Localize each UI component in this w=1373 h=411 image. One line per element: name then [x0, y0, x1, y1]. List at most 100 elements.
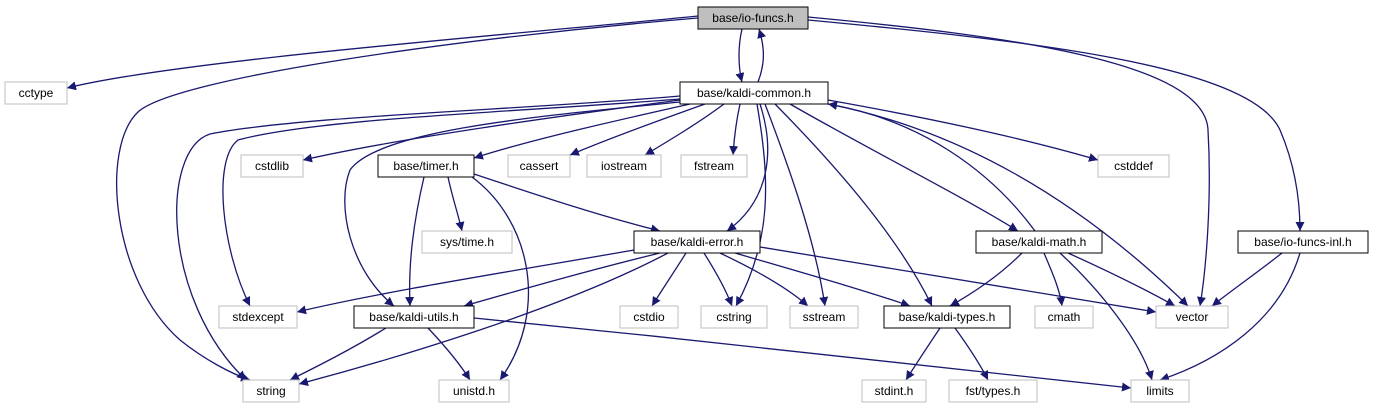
node-timer[interactable]: base/timer.h	[377, 154, 475, 178]
node-label: base/timer.h	[393, 159, 458, 173]
node-io-funcs-inl[interactable]: base/io-funcs-inl.h	[1237, 230, 1369, 254]
node-stdint: stdint.h	[861, 379, 927, 403]
edge-io_funcs-to-cctype	[66, 15, 699, 91]
node-label: fstream	[694, 159, 734, 173]
node-label: iostream	[601, 159, 647, 173]
edge-kaldi_common-to-vector	[827, 103, 1189, 307]
edge-timer-to-unistd	[471, 176, 530, 381]
node-label: cstring	[716, 310, 751, 324]
edge-layer	[66, 15, 1305, 392]
edge-kaldi_math-to-kaldi_types	[949, 252, 1023, 307]
node-iostream: iostream	[586, 154, 662, 178]
node-box	[975, 230, 1103, 254]
edge-kaldi_utils-to-limits	[473, 317, 1132, 392]
node-cassert: cassert	[507, 154, 571, 178]
node-cstring: cstring	[700, 305, 768, 329]
edge-kaldi_error-to-vector	[759, 246, 1157, 315]
node-sstream: sstream	[789, 305, 859, 329]
node-box	[861, 379, 927, 403]
edge-kaldi_common-to-fstream	[729, 103, 741, 156]
node-cstddef: cstddef	[1097, 154, 1170, 178]
node-kaldi-error[interactable]: base/kaldi-error.h	[633, 230, 761, 254]
node-io-funcs[interactable]: base/io-funcs.h	[697, 6, 809, 30]
node-label: cctype	[19, 86, 54, 100]
node-box	[586, 154, 662, 178]
edge-kaldi_error-to-cstdio	[651, 252, 687, 307]
node-label: sstream	[803, 310, 846, 324]
edge-kaldi_common-to-io_funcs	[757, 28, 766, 83]
node-label: base/io-funcs-inl.h	[1254, 235, 1351, 249]
edge-kaldi_math-to-kaldi_common	[827, 101, 1036, 232]
node-label: cassert	[520, 159, 559, 173]
node-box	[242, 379, 300, 403]
edge-kaldi_common-to-string	[176, 95, 681, 381]
edge-kaldi_common-to-iostream	[644, 103, 725, 156]
node-string: string	[242, 379, 300, 403]
node-box	[438, 379, 510, 403]
node-label: fst/types.h	[966, 384, 1021, 398]
edge-kaldi_error-to-cstring	[703, 252, 734, 307]
edge-kaldi_common-to-sstream	[764, 103, 829, 307]
node-box	[377, 154, 475, 178]
edge-kaldi_common-to-cstring	[735, 103, 767, 307]
edge-kaldi_types-to-stdint	[905, 327, 941, 381]
edge-kaldi_error-to-stdexcept	[296, 249, 635, 315]
edge-kaldi_common-to-cstddef	[827, 99, 1099, 162]
node-label: stdexcept	[232, 310, 284, 324]
node-box	[697, 6, 809, 30]
node-stdexcept: stdexcept	[218, 305, 298, 329]
node-label: cstdlib	[255, 159, 289, 173]
edge-io_funcs_inl-to-vector	[1211, 252, 1283, 307]
node-label: cstddef	[1114, 159, 1153, 173]
edge-io_funcs_inl-to-limits	[1159, 252, 1301, 382]
node-limits: limits	[1130, 379, 1190, 403]
node-box	[633, 230, 761, 254]
node-label: base/kaldi-types.h	[899, 310, 996, 324]
node-label: vector	[1176, 310, 1209, 324]
edge-kaldi_common-to-kaldi_math	[789, 103, 1019, 232]
node-unistd: unistd.h	[438, 379, 510, 403]
node-box	[240, 154, 304, 178]
node-label: limits	[1146, 384, 1173, 398]
node-label: base/kaldi-error.h	[651, 235, 744, 249]
node-label: sys/time.h	[440, 235, 494, 249]
node-sys-time: sys/time.h	[421, 230, 513, 254]
node-label: base/io-funcs.h	[712, 11, 793, 25]
edge-kaldi_math-to-cmath	[1043, 252, 1066, 307]
node-label: stdint.h	[875, 384, 914, 398]
node-kaldi-common[interactable]: base/kaldi-common.h	[679, 81, 829, 105]
node-layer: base/io-funcs.h cctype base/kaldi-common.h…	[4, 6, 1369, 403]
node-box	[421, 230, 513, 254]
node-box	[883, 305, 1011, 329]
node-fstream: fstream	[680, 154, 748, 178]
node-label: unistd.h	[453, 384, 495, 398]
node-box	[679, 81, 829, 105]
node-label: cstdio	[633, 310, 665, 324]
node-box	[700, 305, 768, 329]
node-box	[948, 379, 1038, 403]
edge-kaldi_common-to-kaldi_types	[774, 103, 933, 307]
node-kaldi-utils[interactable]: base/kaldi-utils.h	[353, 305, 475, 329]
node-vector: vector	[1155, 305, 1229, 329]
edge-kaldi_error-to-kaldi_types	[734, 252, 911, 308]
edge-kaldi_error-to-kaldi_utils	[463, 252, 661, 308]
node-box	[507, 154, 571, 178]
node-box	[353, 305, 475, 329]
node-box	[1130, 379, 1190, 403]
node-kaldi-math[interactable]: base/kaldi-math.h	[975, 230, 1103, 254]
node-box	[4, 81, 68, 105]
node-label: base/kaldi-utils.h	[369, 310, 458, 324]
node-box	[789, 305, 859, 329]
edge-kaldi_common-to-stdexcept	[222, 98, 681, 307]
node-fst-types: fst/types.h	[948, 379, 1038, 403]
node-cstdio: cstdio	[619, 305, 679, 329]
node-box	[1155, 305, 1229, 329]
node-label: string	[256, 384, 285, 398]
edge-io_funcs-to-io_funcs_inl	[807, 19, 1305, 232]
edge-io_funcs-to-kaldi_common	[735, 28, 745, 83]
node-box	[680, 154, 748, 178]
node-kaldi-types[interactable]: base/kaldi-types.h	[883, 305, 1011, 329]
edge-timer-to-kaldi_utils	[405, 176, 425, 307]
edge-kaldi_error-to-sstream	[719, 252, 809, 307]
